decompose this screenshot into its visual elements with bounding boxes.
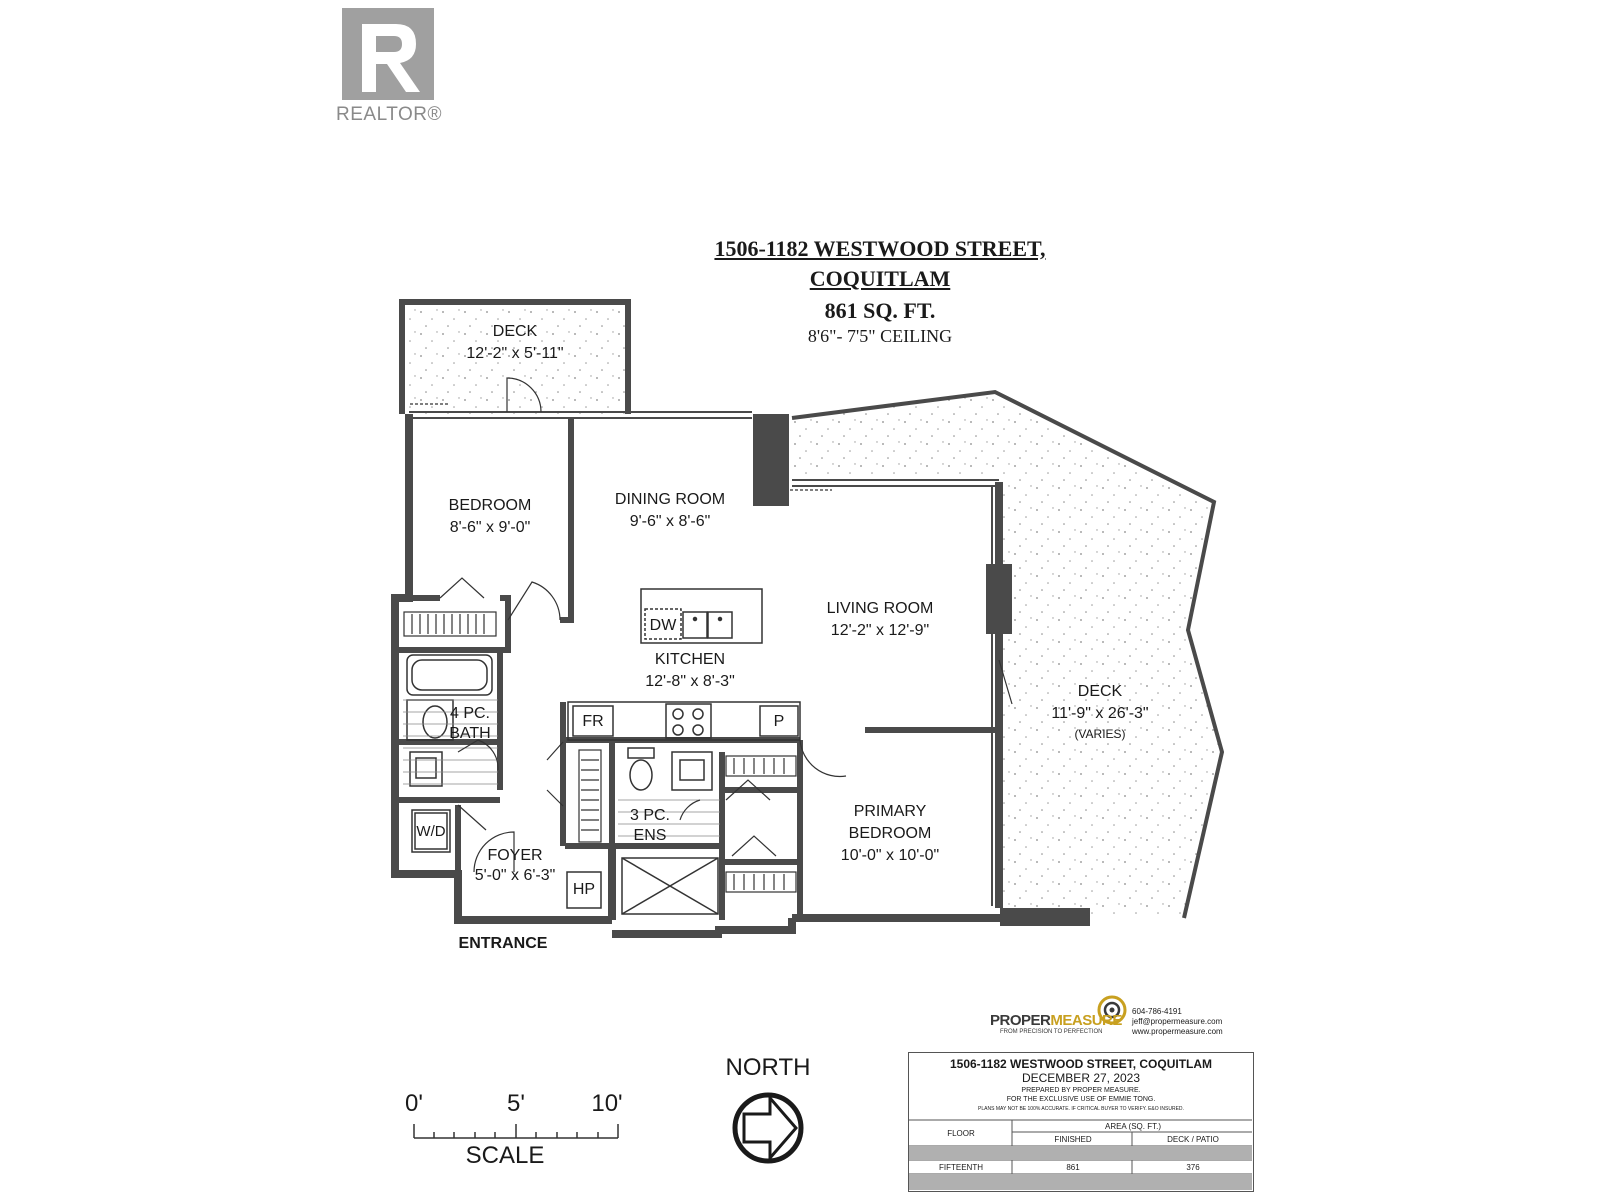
- scale-tick-0: 0': [405, 1090, 423, 1117]
- table-col-area: AREA (SQ. FT.): [1104, 1122, 1161, 1131]
- bedroom-name: BEDROOM: [448, 497, 532, 514]
- brand-tagline: FROM PRECISION TO PERFECTION: [1000, 1029, 1103, 1035]
- table-disclaimer: PLANS MAY NOT BE 100% ACCURATE. IF CRITI…: [978, 1106, 1184, 1112]
- window-strips: [409, 411, 1000, 906]
- table-date: DECEMBER 27, 2023: [1021, 1071, 1141, 1085]
- table-prepared: PREPARED BY PROPER MEASURE.: [1021, 1087, 1141, 1094]
- door-swings: [410, 377, 1013, 873]
- interior-walls: [395, 418, 999, 920]
- ensuite-3pc-line1: 3 PC.: [629, 807, 670, 824]
- deck-top-name: DECK: [492, 323, 538, 340]
- company-contact: 604-786-4191 jeff@propermeasure.com www.…: [1132, 1007, 1252, 1037]
- kitchen-dims: 12'-8" x 8'-3": [645, 673, 735, 690]
- table-col-finished: FINISHED: [1054, 1135, 1092, 1144]
- realtor-text: REALTOR®: [336, 104, 442, 125]
- bath-fixtures: [406, 654, 719, 915]
- deck-right-note: (VARIES): [1074, 727, 1126, 741]
- primary-bedroom-line2: BEDROOM: [848, 825, 932, 842]
- proper-measure-target-icon: [1097, 995, 1127, 1025]
- realtor-logo: REALTOR®: [336, 6, 442, 126]
- table-address: 1506-1182 WESTWOOD STREET, COQUITLAM: [949, 1057, 1213, 1071]
- fridge-label: FR: [582, 713, 604, 730]
- proper-measure-logo: PROPERMEASURE FROM PRECISION TO PERFECTI…: [990, 1012, 1130, 1042]
- scale-bar: [413, 1124, 619, 1139]
- deck-top-area: [399, 299, 631, 414]
- heat-pump-label: HP: [572, 881, 596, 898]
- dishwasher-label: DW: [649, 617, 677, 634]
- deck-top-dims: 12'-2" x 5'-11": [466, 345, 564, 362]
- bedroom-dims: 8'-6" x 9'-0": [449, 519, 531, 536]
- deck-right-name: DECK: [1077, 683, 1123, 700]
- info-table-band: [908, 1146, 1252, 1160]
- company-phone: 604-786-4191: [1132, 1007, 1182, 1016]
- primary-bedroom-line1: PRIMARY: [853, 803, 927, 820]
- foyer-name: FOYER: [487, 847, 543, 864]
- primary-bedroom-dims: 10'-0" x 10'-0": [840, 847, 940, 864]
- brand-name-a: PROPER: [990, 1012, 1051, 1029]
- kitchen-fixtures: [567, 588, 801, 741]
- entrance-label: ENTRANCE: [458, 935, 548, 952]
- info-table-band-bottom: [908, 1174, 1252, 1190]
- company-email: jeff@propermeasure.com: [1132, 1017, 1223, 1026]
- foyer-dims: 5'-0" x 6'-3": [474, 867, 556, 884]
- info-table: 1506-1182 WESTWOOD STREET, COQUITLAM DEC…: [908, 1052, 1254, 1192]
- address-line-1: 1506-1182 WESTWOOD STREET,: [714, 236, 1046, 261]
- scale-tick-10: 10': [591, 1090, 623, 1117]
- deck-right-area: [791, 389, 1225, 919]
- closet-rods: [403, 611, 797, 893]
- north-label: NORTH: [725, 1054, 811, 1081]
- deck-right-dims: 11'-9" x 26'-3": [1051, 705, 1149, 722]
- ensuite-3pc-line2: ENS: [633, 827, 667, 844]
- north-arrow-icon: [732, 1092, 804, 1164]
- table-exclusive: FOR THE EXCLUSIVE USE OF EMMIE TONG.: [1006, 1096, 1156, 1103]
- living-room-name: LIVING ROOM: [826, 600, 934, 617]
- dining-room-name: DINING ROOM: [614, 491, 726, 508]
- bath-4pc-line2: BATH: [449, 725, 491, 742]
- bath-4pc-line1: 4 PC.: [449, 705, 490, 722]
- address-line-2: COQUITLAM: [809, 266, 951, 291]
- table-row-finished: 861: [1066, 1163, 1080, 1172]
- table-row-deck: 376: [1186, 1163, 1200, 1172]
- living-room-dims: 12'-2" x 12'-9": [830, 622, 930, 639]
- table-col-deck: DECK / PATIO: [1167, 1135, 1219, 1144]
- scale-tick-5: 5': [507, 1090, 525, 1117]
- company-web: www.propermeasure.com: [1132, 1027, 1223, 1036]
- tile-grid: [403, 699, 720, 837]
- area-label: 861 SQ. FT.: [824, 298, 936, 323]
- ceiling-label: 8'6"- 7'5" CEILING: [807, 326, 953, 346]
- kitchen-name: KITCHEN: [654, 651, 726, 668]
- columns: [753, 414, 1090, 926]
- pantry-label: P: [773, 713, 785, 730]
- dining-room-dims: 9'-6" x 8'-6": [629, 513, 711, 530]
- scale-label: SCALE: [465, 1142, 545, 1169]
- washer-dryer-label: W/D: [416, 823, 446, 840]
- table-row-floor: FIFTEENTH: [939, 1163, 983, 1172]
- table-col-floor: FLOOR: [947, 1129, 975, 1138]
- brand-name-b: MEASURE: [1050, 1012, 1122, 1029]
- realtor-r-icon: [342, 8, 434, 100]
